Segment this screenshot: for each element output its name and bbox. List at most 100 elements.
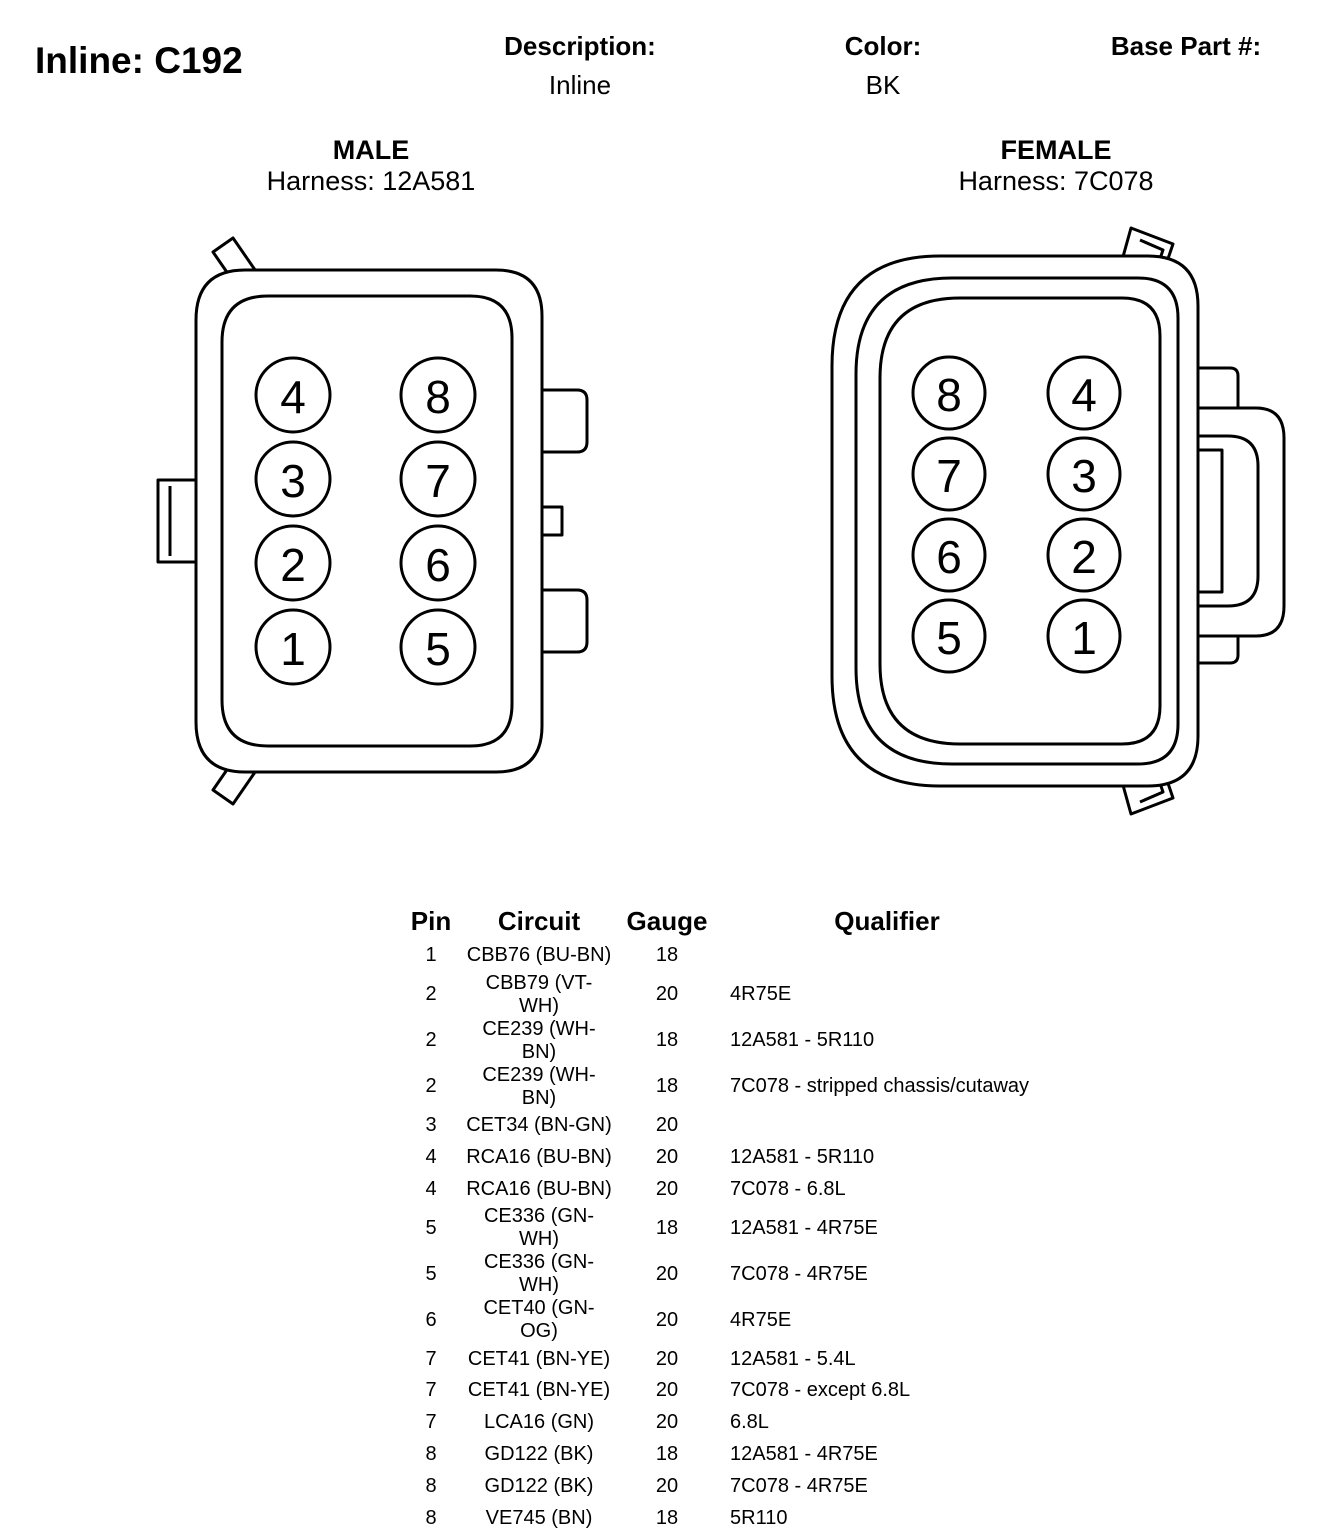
male-pin-5-cavity [399,608,477,686]
cell-gauge: 20 [655,1411,679,1434]
female-title: FEMALE [1000,135,1112,165]
cell-gauge: 20 [655,1347,679,1370]
female-pin-2-label: 2 [1071,531,1097,583]
cell-gauge: 20 [655,1145,679,1168]
cell-qualifier: 4R75E [730,1308,792,1331]
cell-circuit: CE239 (WH-BN) [482,1017,596,1063]
female-pin-3-label: 3 [1071,450,1097,502]
male-connector [156,236,589,806]
header-circuit: Circuit [497,905,581,936]
base-part-label: Base Part #: [1110,31,1262,61]
cell-circuit: CBB79 (VT-WH) [485,971,593,1017]
female-pin-1-label: 1 [1071,612,1097,664]
cell-qualifier: 12A581 - 4R75E [730,1216,878,1239]
connector-diagram: 4 3 2 1 8 7 6 5 8 7 6 5 4 3 2 1 [156,226,1286,816]
male-pin-5-label: 5 [425,623,451,675]
cell-qualifier: 5R110 [730,1506,788,1529]
header-gauge: Gauge [626,905,708,936]
cell-gauge: 18 [655,1506,679,1529]
cell-circuit: CET41 (BN-YE) [467,1379,611,1402]
cell-circuit: LCA16 (GN) [483,1411,595,1434]
description-label: Description: [504,31,656,61]
cell-pin: 4 [425,1145,437,1168]
male-left-tab [156,478,196,564]
cell-gauge: 20 [655,1379,679,1402]
male-pin-4-label: 4 [280,371,306,423]
cell-pin: 8 [425,1442,437,1465]
cell-circuit: CET41 (BN-YE) [467,1347,611,1370]
male-pin-4-cavity [254,356,332,434]
table-header-row: Pin Circuit Gauge Qualifier [396,902,1052,940]
male-inner-rim [220,294,514,748]
header-qualifier: Qualifier [834,905,940,936]
female-pin-6-label: 6 [936,531,962,583]
female-pin-5-label: 5 [936,612,962,664]
female-pin-5-cavity [911,598,987,674]
female-pin-8-cavity [911,355,987,431]
male-pin-2-label: 2 [280,539,306,591]
cell-gauge: 20 [655,1474,679,1497]
table-row: 5 CE336 (GN-WH) 20 7C078 - 4R75E [396,1251,1052,1297]
female-pin-7-label: 7 [936,450,962,502]
male-pin-1-cavity [254,608,332,686]
cell-qualifier: 7C078 - 4R75E [730,1262,868,1285]
female-pin-3-cavity [1046,436,1122,512]
cell-pin: 8 [425,1506,437,1529]
male-pin-3-label: 3 [280,455,306,507]
female-inner-face [878,296,1162,746]
cell-qualifier [722,940,1052,972]
male-pin-2-cavity [254,524,332,602]
cell-qualifier: 12A581 - 5R110 [730,1145,875,1168]
cell-pin: 5 [425,1262,437,1285]
cell-gauge: 18 [655,944,679,967]
color-value: BK [865,70,901,100]
female-pin-4-cavity [1046,355,1122,431]
connector-title: Inline: C192 [35,40,243,81]
cell-gauge: 18 [655,1029,679,1052]
cell-gauge: 20 [655,1262,679,1285]
cell-circuit: CE336 (GN-WH) [483,1251,595,1297]
female-pin-7-cavity [911,436,987,512]
male-pin-3-cavity [254,440,332,518]
cell-qualifier: 6.8L [730,1411,769,1434]
cell-pin: 2 [425,983,437,1006]
cell-circuit: GD122 (BK) [484,1442,594,1465]
cell-gauge: 18 [655,1442,679,1465]
female-lever-lower-block [1198,634,1240,665]
cell-circuit: CBB76 (BU-BN) [466,944,612,967]
female-connector [830,226,1286,816]
cell-gauge: 18 [655,1216,679,1239]
cell-pin: 3 [425,1114,437,1137]
cell-gauge: 20 [655,983,679,1006]
color-label: Color: [844,31,922,61]
description-value: Inline [548,70,612,100]
cell-circuit: RCA16 (BU-BN) [466,1177,612,1200]
cell-pin: 7 [425,1411,437,1434]
female-pin-8-label: 8 [936,369,962,421]
cell-pin: 1 [425,944,437,967]
cell-qualifier [722,1110,1052,1142]
cell-qualifier: 12A581 - 5R110 [730,1029,875,1052]
male-pin-1-label: 1 [280,623,306,675]
table-row: 8 VE745 (BN) 18 5R110 [396,1502,1052,1534]
cell-circuit: CET34 (BN-GN) [466,1114,612,1137]
female-pin-2-cavity [1046,517,1122,593]
female-lever-upper-block [1198,366,1240,410]
cell-circuit: CET40 (GN-OG) [483,1297,595,1343]
cell-qualifier: 7C078 - except 6.8L [730,1379,911,1402]
header-pin: Pin [410,905,452,936]
cell-qualifier: 7C078 - 4R75E [730,1474,868,1497]
cell-pin: 4 [425,1177,437,1200]
cell-gauge: 18 [655,1075,679,1098]
cell-circuit: VE745 (BN) [485,1506,593,1529]
